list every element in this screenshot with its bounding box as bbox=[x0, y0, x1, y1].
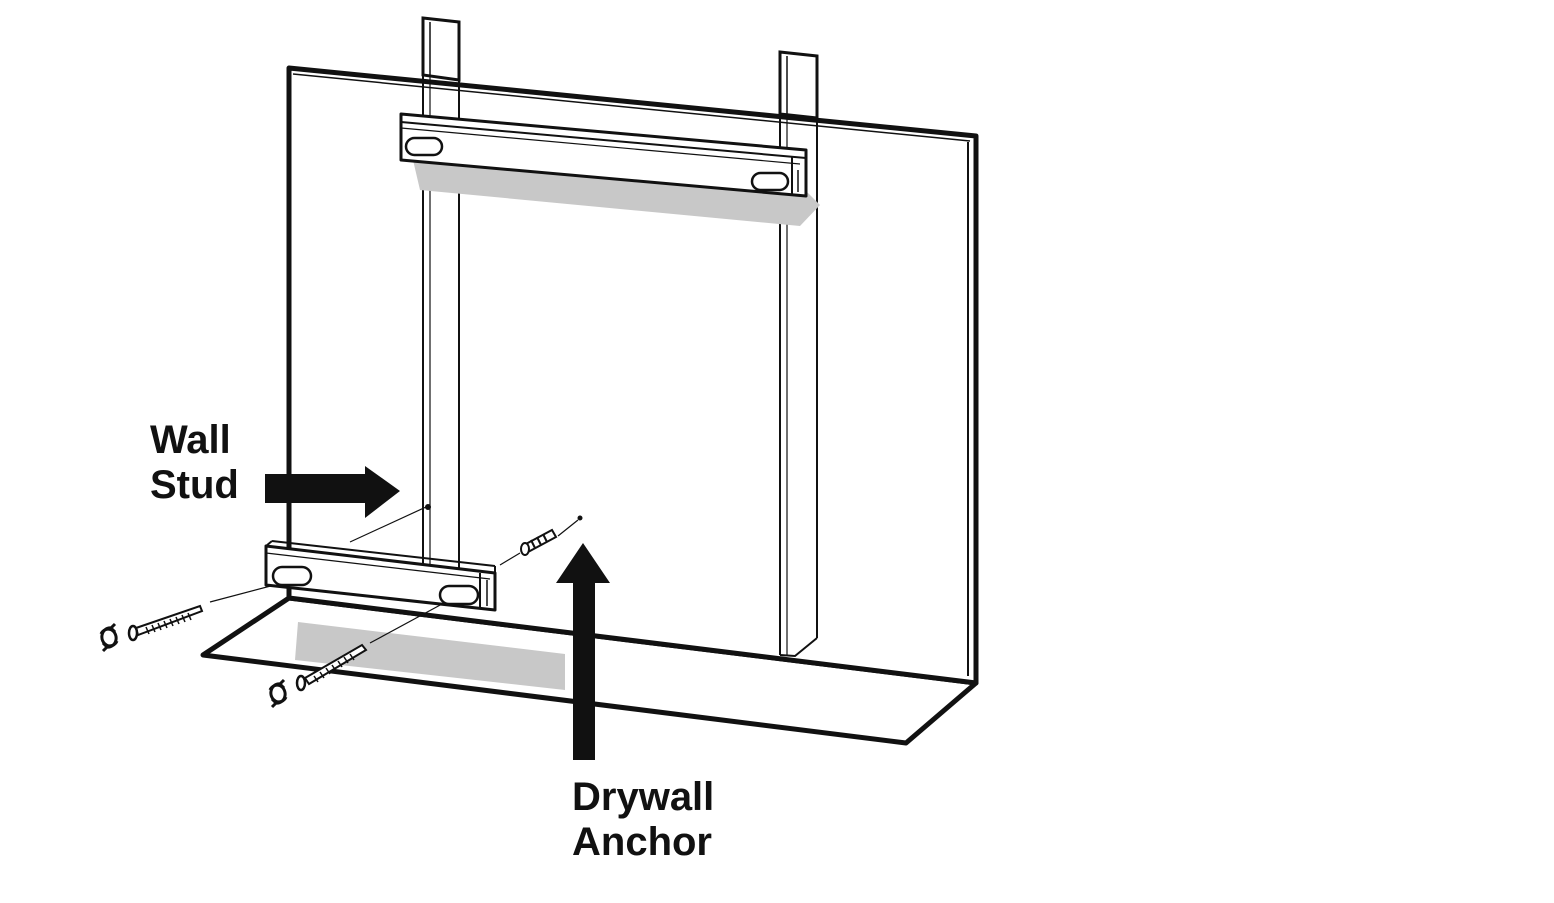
drywall-anchor-arrow bbox=[556, 543, 610, 760]
panel-top-edge bbox=[292, 73, 971, 142]
lower-screw bbox=[295, 643, 368, 692]
wall-stud-arrow bbox=[265, 466, 400, 518]
drywall-panel bbox=[286, 65, 979, 686]
wall-stud-label-line-1: Wall bbox=[150, 418, 231, 462]
bottom-mounting-bracket bbox=[264, 540, 497, 612]
rotate-clockwise-icon bbox=[99, 622, 119, 653]
drywall-anchor-label-line-1: Drywall bbox=[572, 775, 715, 819]
anchor-pilot-hole bbox=[577, 515, 583, 521]
rotate-clockwise-icon bbox=[268, 678, 288, 709]
bottom-bracket-slot-right bbox=[438, 584, 480, 606]
stud-pilot-hole bbox=[425, 504, 431, 510]
top-bracket-shadow bbox=[413, 160, 820, 226]
drywall-anchor-label: Drywall Anchor bbox=[572, 775, 714, 865]
drywall-anchor-plug bbox=[520, 528, 558, 556]
wall-stud-label: Wall Stud bbox=[150, 418, 239, 508]
bottom-bracket-slot-left bbox=[271, 565, 313, 587]
upper-screw bbox=[127, 604, 204, 642]
bottom-bracket-shadow bbox=[295, 622, 565, 690]
wall-stud-label-line-2: Stud bbox=[150, 463, 239, 507]
top-bracket-slot-right bbox=[750, 171, 790, 192]
top-mounting-bracket bbox=[399, 112, 808, 198]
top-bracket-slot-left bbox=[404, 136, 444, 157]
drywall-anchor-label-line-2: Anchor bbox=[572, 820, 712, 864]
